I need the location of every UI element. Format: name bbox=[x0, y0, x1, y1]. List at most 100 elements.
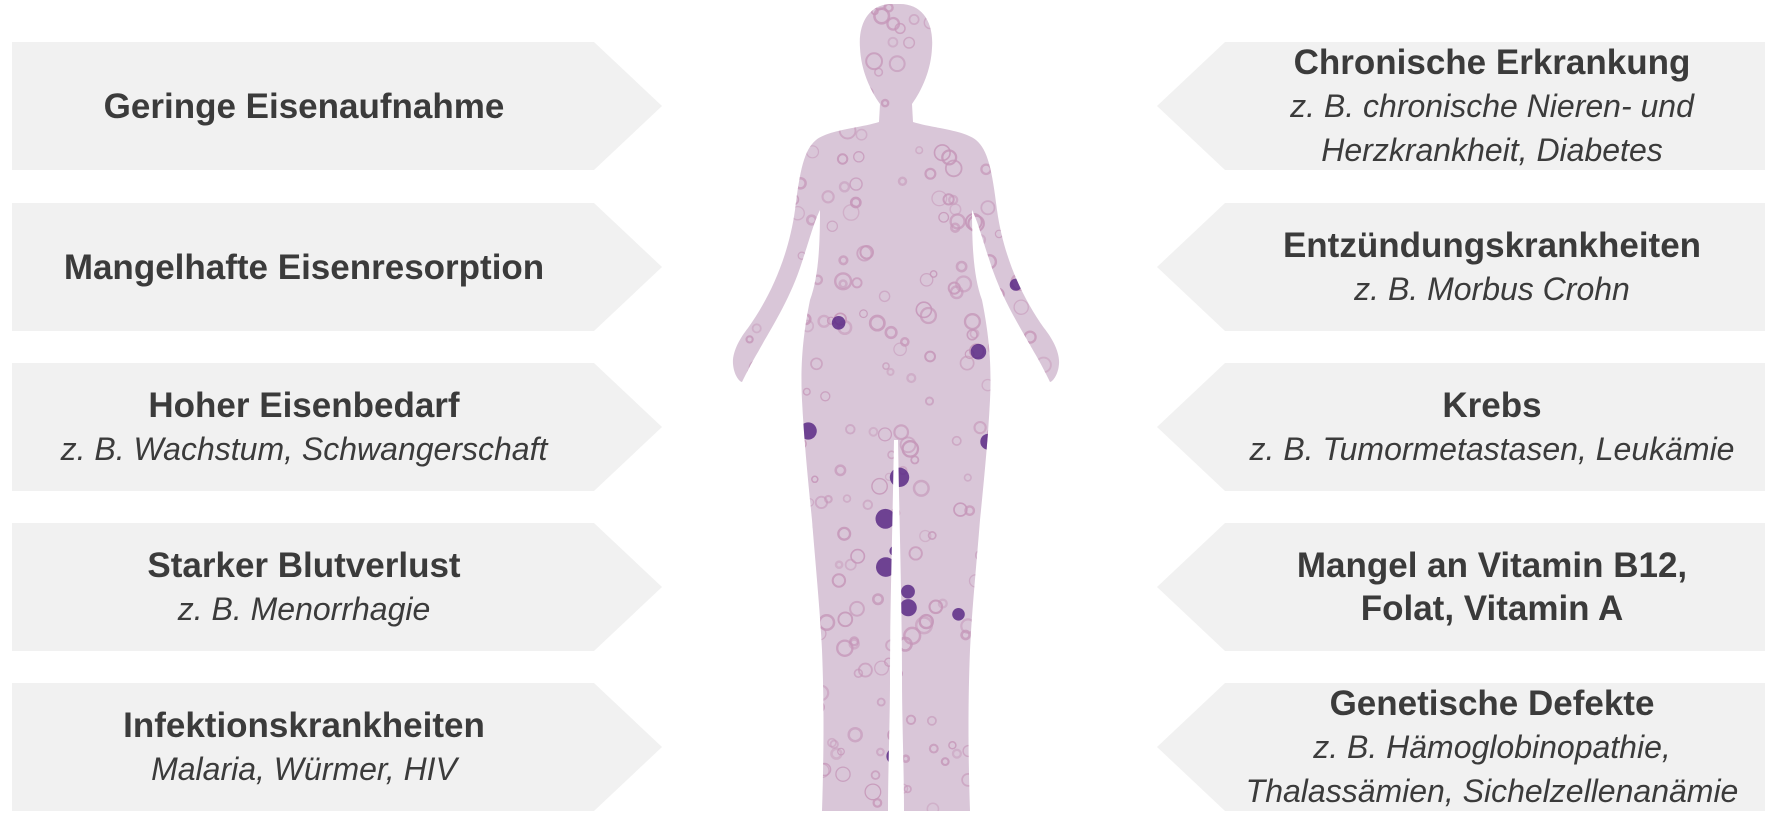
red-blood-cell bbox=[998, 40, 1011, 53]
white-blood-cell bbox=[952, 608, 965, 621]
red-blood-cell bbox=[757, 5, 771, 19]
red-blood-cell bbox=[1052, 80, 1063, 91]
red-blood-cell bbox=[797, 670, 805, 678]
red-blood-cell bbox=[825, 50, 832, 57]
red-blood-cell bbox=[725, 398, 735, 408]
red-blood-cell bbox=[767, 485, 779, 497]
red-blood-cell bbox=[1014, 422, 1025, 433]
red-blood-cell bbox=[716, 252, 725, 261]
cause-subtitle: z. B. Wachstum, Schwangerschaft bbox=[61, 427, 548, 471]
red-blood-cell bbox=[750, 781, 763, 794]
red-blood-cell bbox=[813, 702, 824, 713]
red-blood-cell bbox=[787, 151, 801, 165]
red-blood-cell bbox=[948, 57, 954, 63]
cause-subtitle: z. B. Morbus Crohn bbox=[1354, 267, 1630, 311]
red-blood-cell bbox=[782, 522, 791, 531]
white-blood-cell bbox=[775, 366, 791, 382]
cause-box-chronic-disease: Chronische Erkrankung z. B. chronische N… bbox=[1157, 42, 1765, 170]
red-blood-cell bbox=[926, 82, 933, 89]
red-blood-cell bbox=[753, 9, 761, 17]
red-blood-cell bbox=[824, 41, 837, 54]
red-blood-cell bbox=[799, 541, 807, 549]
red-blood-cell bbox=[720, 601, 731, 612]
red-blood-cell bbox=[1002, 496, 1017, 511]
red-blood-cell bbox=[1022, 341, 1028, 347]
red-blood-cell bbox=[728, 446, 735, 453]
cause-title: Chronische Erkrankung bbox=[1294, 41, 1691, 84]
red-blood-cell bbox=[727, 547, 743, 563]
red-blood-cell bbox=[894, 805, 903, 812]
red-blood-cell bbox=[848, 68, 859, 79]
red-blood-cell bbox=[786, 616, 799, 629]
red-blood-cell bbox=[800, 523, 810, 533]
red-blood-cell bbox=[1030, 444, 1041, 455]
red-blood-cell bbox=[982, 526, 989, 533]
red-blood-cell bbox=[985, 586, 994, 595]
red-blood-cell bbox=[1025, 378, 1033, 386]
cause-box-genetic: Genetische Defekte z. B. Hämoglobinopath… bbox=[1157, 683, 1765, 811]
cause-box-high-demand: Hoher Eisenbedarf z. B. Wachstum, Schwan… bbox=[12, 363, 662, 491]
red-blood-cell bbox=[991, 6, 1005, 20]
white-blood-cell bbox=[1018, 762, 1029, 773]
red-blood-cell bbox=[1058, 501, 1066, 509]
red-blood-cell bbox=[955, 88, 968, 101]
red-blood-cell bbox=[1009, 19, 1019, 29]
red-blood-cell bbox=[992, 570, 1001, 579]
red-blood-cell bbox=[739, 536, 755, 552]
cause-title: Starker Blutverlust bbox=[147, 544, 460, 587]
white-blood-cell bbox=[901, 585, 915, 599]
red-blood-cell bbox=[768, 263, 775, 270]
white-blood-cell bbox=[980, 434, 996, 450]
red-blood-cell bbox=[1020, 217, 1030, 227]
red-blood-cell bbox=[1017, 231, 1024, 238]
red-blood-cell bbox=[1008, 360, 1018, 370]
red-blood-cell bbox=[740, 482, 754, 496]
red-blood-cell bbox=[1027, 540, 1037, 550]
red-blood-cell bbox=[994, 612, 1008, 626]
red-blood-cell bbox=[749, 361, 763, 375]
red-blood-cell bbox=[747, 624, 762, 639]
red-blood-cell bbox=[727, 149, 741, 163]
red-blood-cell bbox=[888, 729, 901, 742]
red-blood-cell bbox=[784, 382, 798, 396]
cause-box-vitamin-deficiency: Mangel an Vitamin B12, Folat, Vitamin A bbox=[1157, 523, 1765, 651]
red-blood-cell bbox=[1024, 345, 1031, 352]
red-blood-cell bbox=[1045, 239, 1060, 254]
red-blood-cell bbox=[978, 273, 990, 285]
red-blood-cell bbox=[777, 701, 787, 711]
red-blood-cell bbox=[1001, 86, 1010, 95]
red-blood-cell bbox=[1059, 1, 1066, 8]
red-blood-cell bbox=[1011, 714, 1025, 728]
red-blood-cell bbox=[741, 176, 749, 184]
red-blood-cell bbox=[747, 34, 757, 44]
red-blood-cell bbox=[981, 649, 995, 663]
red-blood-cell bbox=[1042, 409, 1054, 421]
red-blood-cell bbox=[1008, 143, 1016, 151]
red-blood-cell bbox=[771, 117, 780, 126]
white-blood-cell bbox=[769, 770, 781, 782]
red-blood-cell bbox=[1034, 404, 1048, 418]
red-blood-cell bbox=[746, 242, 756, 252]
red-blood-cell bbox=[797, 497, 808, 508]
red-blood-cell bbox=[768, 398, 777, 407]
red-blood-cell bbox=[784, 441, 791, 448]
red-blood-cell bbox=[1048, 507, 1055, 514]
red-blood-cell bbox=[929, 70, 939, 80]
red-blood-cell bbox=[769, 709, 776, 716]
red-blood-cell bbox=[993, 771, 1008, 786]
cause-title-line-1: Mangel an Vitamin B12, bbox=[1297, 544, 1687, 587]
red-blood-cell bbox=[979, 793, 990, 804]
red-blood-cell bbox=[755, 582, 770, 597]
red-blood-cell bbox=[1045, 118, 1054, 127]
red-blood-cell bbox=[1063, 531, 1071, 539]
cause-box-poor-absorption: Mangelhafte Eisenresorption bbox=[12, 203, 662, 331]
white-blood-cell bbox=[876, 509, 896, 529]
red-blood-cell bbox=[803, 523, 811, 531]
red-blood-cell bbox=[746, 110, 756, 120]
red-blood-cell bbox=[715, 607, 730, 622]
red-blood-cell bbox=[1027, 275, 1035, 283]
red-blood-cell bbox=[725, 21, 741, 37]
red-blood-cell bbox=[1053, 1, 1063, 11]
red-blood-cell bbox=[1042, 614, 1052, 624]
red-blood-cell bbox=[1034, 646, 1041, 653]
